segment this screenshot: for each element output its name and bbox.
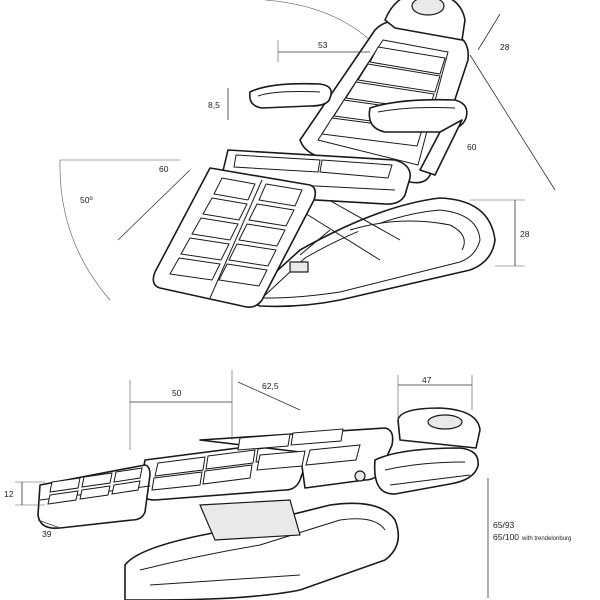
dim-legrest-length: 60 bbox=[159, 164, 169, 174]
legrest-right-cushions bbox=[218, 183, 303, 287]
lower-chair-view: 50 62,5 47 12 39 65/93 65/100 with trend… bbox=[4, 370, 571, 600]
legrest bbox=[152, 167, 317, 308]
lower-dimension-lines bbox=[15, 370, 489, 598]
face-hole bbox=[411, 0, 445, 16]
dim-height-trendelenburg-value: 65/100 bbox=[493, 532, 519, 542]
leg-angle-arc bbox=[59, 159, 111, 301]
armrest-right bbox=[368, 98, 468, 176]
dim-backrest-length: 60 bbox=[467, 142, 477, 152]
dim-armrest-height: 8,5 bbox=[208, 100, 220, 110]
headrest bbox=[384, 0, 466, 41]
dim-base-height: 28 bbox=[520, 229, 530, 239]
dim-leg-width: 39 bbox=[42, 529, 52, 539]
dim-seat-length: 50 bbox=[172, 388, 182, 398]
flat-leg-section bbox=[37, 464, 151, 530]
flat-face-hole bbox=[427, 414, 463, 430]
upper-chair-view: 53 28 8,5 60 60 50º 28 bbox=[59, 0, 556, 308]
backrest-swing-arc bbox=[264, 0, 371, 41]
armrest-left bbox=[248, 82, 333, 109]
dim-height-trendelenburg-note: with trendelonburg bbox=[521, 536, 571, 542]
dim-height-range: 65/93 bbox=[493, 520, 515, 530]
dim-flat-backrest-length: 62,5 bbox=[262, 381, 279, 391]
dim-leg-angle: 50º bbox=[80, 195, 93, 205]
flat-chair-base bbox=[124, 499, 400, 600]
upper-dimension-lines bbox=[60, 13, 556, 267]
dim-backrest-width: 53 bbox=[318, 40, 328, 50]
control-knob bbox=[354, 470, 366, 482]
lift-mechanism bbox=[299, 194, 401, 261]
dim-thickness: 12 bbox=[4, 489, 14, 499]
flat-headrest bbox=[397, 407, 481, 449]
dim-flat-headrest-length: 47 bbox=[422, 375, 432, 385]
flat-armrest bbox=[373, 447, 479, 495]
dim-headrest-length: 28 bbox=[500, 42, 510, 52]
pedal bbox=[289, 261, 309, 273]
legrest-left-cushions bbox=[169, 177, 256, 281]
